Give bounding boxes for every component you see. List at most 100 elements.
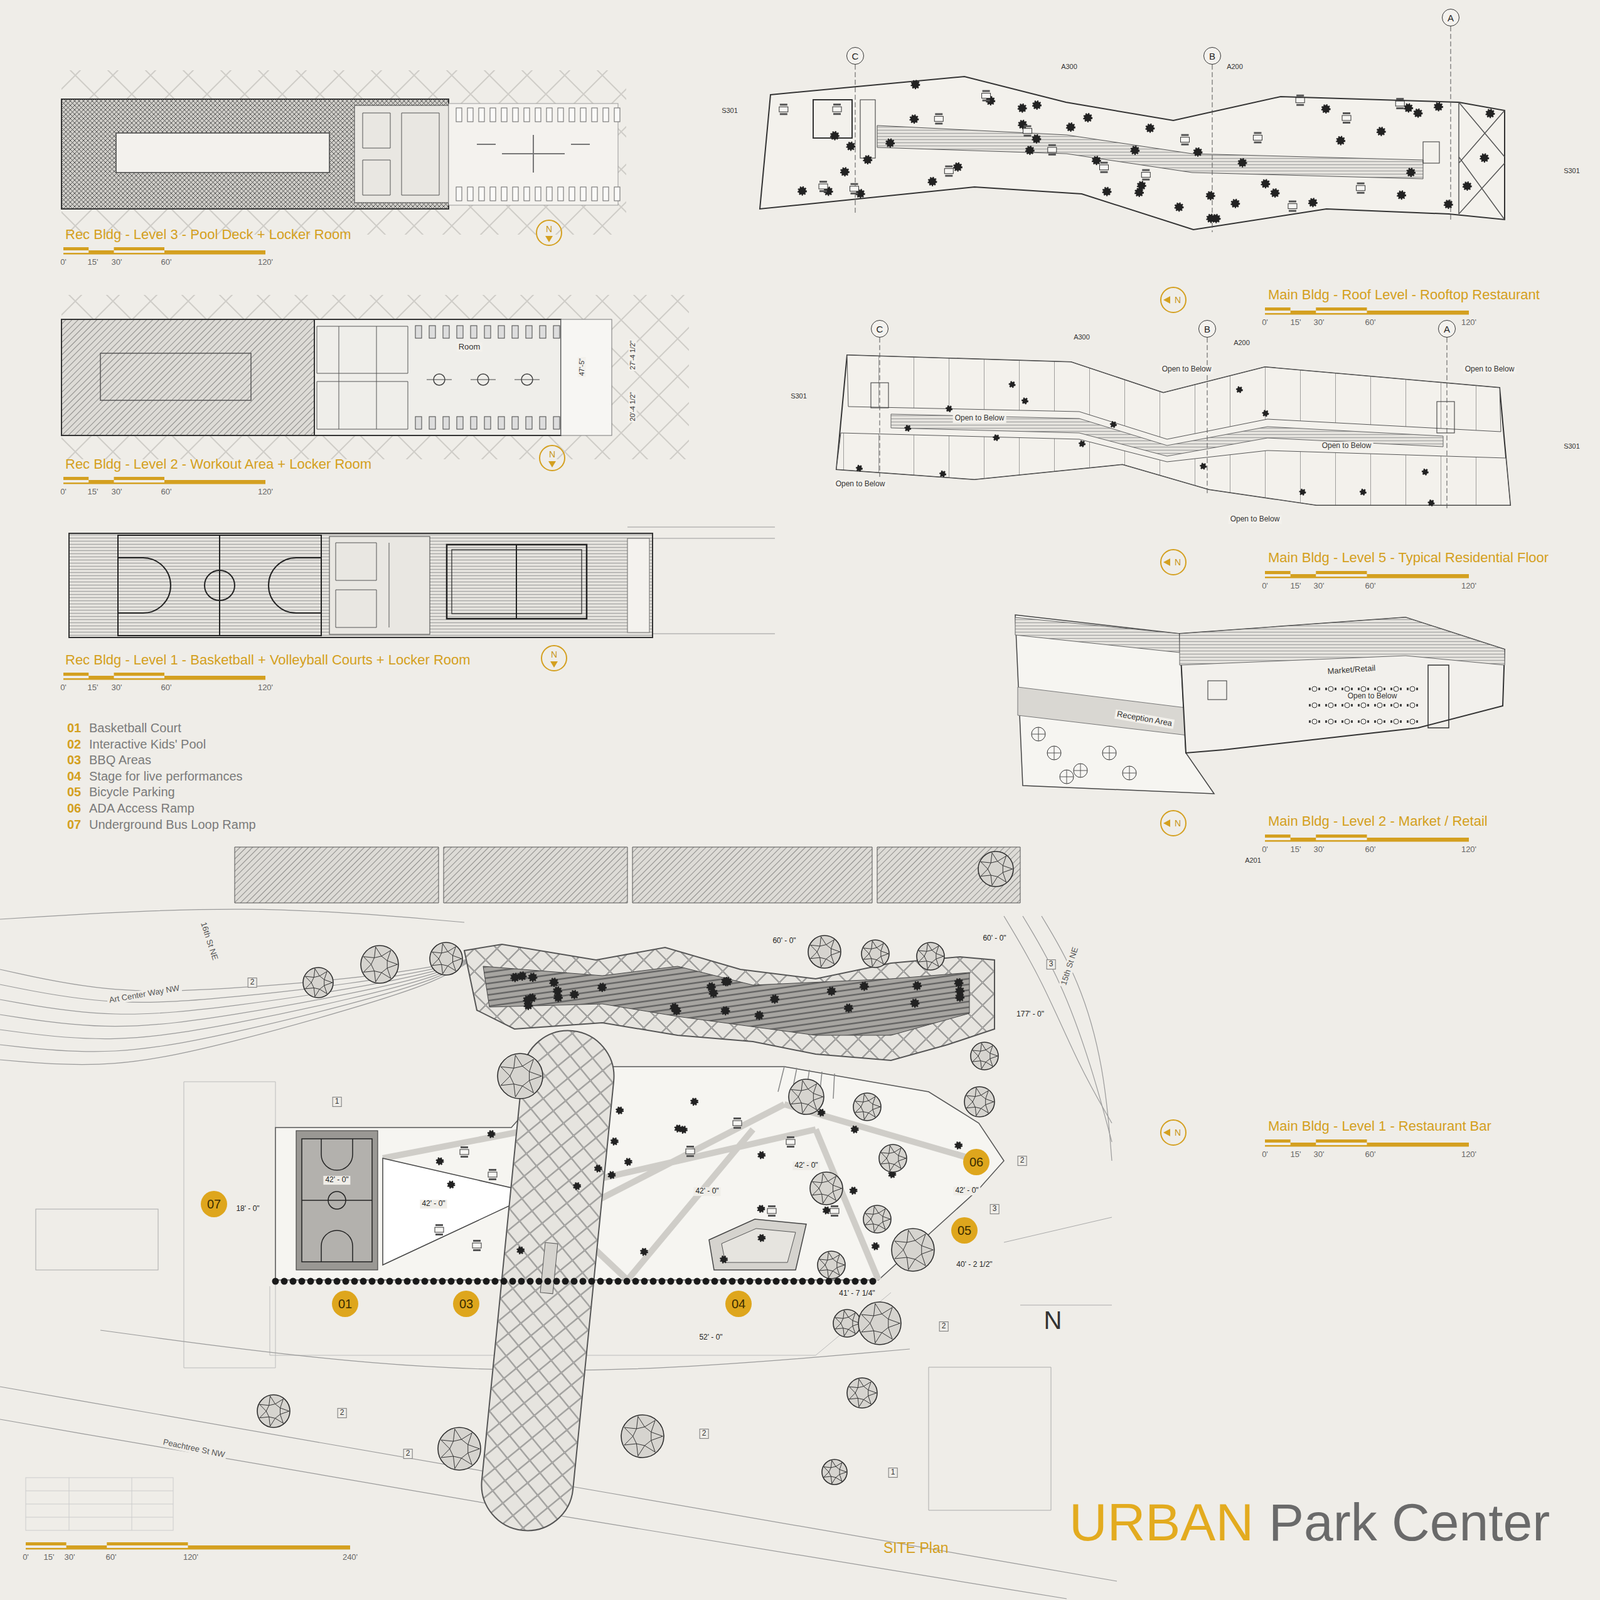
- hedge-dot: [650, 1278, 657, 1286]
- rec-level1-plan: [515, 544, 518, 619]
- tree: [257, 1394, 290, 1428]
- key-number: 04: [67, 768, 81, 784]
- hedge-dot: [667, 1278, 675, 1286]
- hedge-dot: [606, 1278, 614, 1286]
- scale-bar: [66, 1545, 108, 1548]
- roof-tree: [1084, 114, 1092, 122]
- planter: [946, 405, 952, 411]
- roof-table: [1295, 97, 1305, 103]
- tree: [819, 1252, 845, 1279]
- shrub: [624, 1158, 632, 1166]
- bbq-table: [473, 1249, 481, 1252]
- node-text: 03: [459, 1297, 474, 1311]
- scale-number: 120': [183, 1552, 199, 1563]
- planter: [1263, 410, 1269, 416]
- roof-tree: [886, 139, 895, 147]
- roof-table: [1296, 94, 1304, 97]
- hedge-dot: [658, 1278, 666, 1286]
- tag-number: 2: [1017, 1155, 1028, 1166]
- tree: [980, 852, 1013, 886]
- gym-equipment: [525, 325, 533, 339]
- section-marker: S301: [789, 392, 809, 401]
- north-arrow: N: [538, 444, 566, 472]
- cafe-table: [1409, 686, 1415, 692]
- park-plaza: [296, 1130, 378, 1270]
- grid-line: [1450, 26, 1452, 221]
- hedge-dot: [597, 1278, 605, 1286]
- roof-table: [982, 90, 991, 93]
- roof-tree: [672, 1007, 681, 1015]
- rec-level1-plan: [329, 536, 430, 635]
- planter: [1422, 469, 1428, 475]
- key-number: 07: [67, 816, 81, 832]
- planter: [1428, 500, 1434, 506]
- scale-number: 0': [60, 257, 67, 268]
- scale-number: 60': [161, 683, 172, 693]
- cafe-table: [1334, 687, 1337, 691]
- contour-line: [0, 909, 1117, 1599]
- cafe-table: [1390, 720, 1393, 723]
- lounger: [602, 107, 609, 122]
- cafe-table: [1377, 719, 1383, 725]
- roof-table: [1141, 169, 1150, 172]
- shrub: [955, 1142, 962, 1149]
- scale-number: 15': [87, 487, 99, 497]
- hedge-dot: [333, 1278, 341, 1286]
- roof-table: [934, 112, 943, 115]
- cafe-table: [1334, 704, 1337, 707]
- roof-table: [833, 112, 841, 115]
- gym-equipment: [442, 416, 450, 430]
- site-context: [25, 1477, 174, 1531]
- tree: [304, 968, 332, 997]
- rec-level2-plan: [61, 319, 315, 436]
- scale-number: 120': [1461, 845, 1477, 855]
- shrub: [436, 1158, 443, 1165]
- roof-tree: [953, 163, 962, 171]
- dimension: 177' - 0": [1014, 1010, 1046, 1019]
- lounger: [501, 107, 507, 122]
- planter: [1300, 489, 1306, 495]
- tree: [257, 851, 1014, 1485]
- hedge-dot: [465, 1278, 473, 1286]
- roof-tree: [523, 996, 532, 1004]
- scale-bar: [1264, 834, 1469, 843]
- cafe-table: [1399, 687, 1402, 691]
- scale-bar: [88, 675, 114, 679]
- scale-bar: [1264, 840, 1469, 843]
- tree: [621, 1414, 664, 1458]
- cafe-table: [1416, 687, 1419, 691]
- rec-level3-plan: [61, 70, 627, 235]
- gym-equipment: [415, 416, 422, 430]
- scale-number: 120': [1461, 1150, 1477, 1160]
- scale-bar: [63, 247, 89, 251]
- cafe-table: [1393, 686, 1399, 692]
- roof-table: [779, 90, 1405, 213]
- hedge-dot: [632, 1278, 640, 1286]
- shrub: [758, 1152, 765, 1159]
- site-context: [877, 847, 1021, 903]
- rec-level1-plan: [627, 527, 775, 634]
- hedge-dot: [527, 1278, 534, 1286]
- dimension: 41' - 7 1/4": [837, 1289, 877, 1299]
- node-text: 01: [338, 1297, 352, 1311]
- scale-bar: [114, 672, 166, 676]
- roof-tree: [1231, 199, 1240, 208]
- rec-level1-plan: [117, 557, 171, 614]
- cafe-table: [1341, 687, 1344, 691]
- roof-table: [1296, 104, 1304, 107]
- contour-line: [1041, 916, 1112, 1161]
- roof-table: [1342, 112, 1351, 115]
- plan-title: Main Bldg - Level 2 - Market / Retail: [1268, 813, 1488, 829]
- scale-bar: [63, 672, 89, 676]
- dimension: 40' - 2 1/2": [954, 1260, 994, 1270]
- lounger: [546, 186, 553, 201]
- tag-number: 3: [990, 1204, 1000, 1215]
- shrub: [680, 1126, 687, 1133]
- scale-number: 0': [60, 683, 67, 693]
- roof-table: [1048, 144, 1056, 147]
- tree: [916, 942, 945, 971]
- scale-number: 15': [1290, 581, 1302, 592]
- scale-number: 60': [1365, 318, 1376, 328]
- hedge-dot: [342, 1278, 350, 1286]
